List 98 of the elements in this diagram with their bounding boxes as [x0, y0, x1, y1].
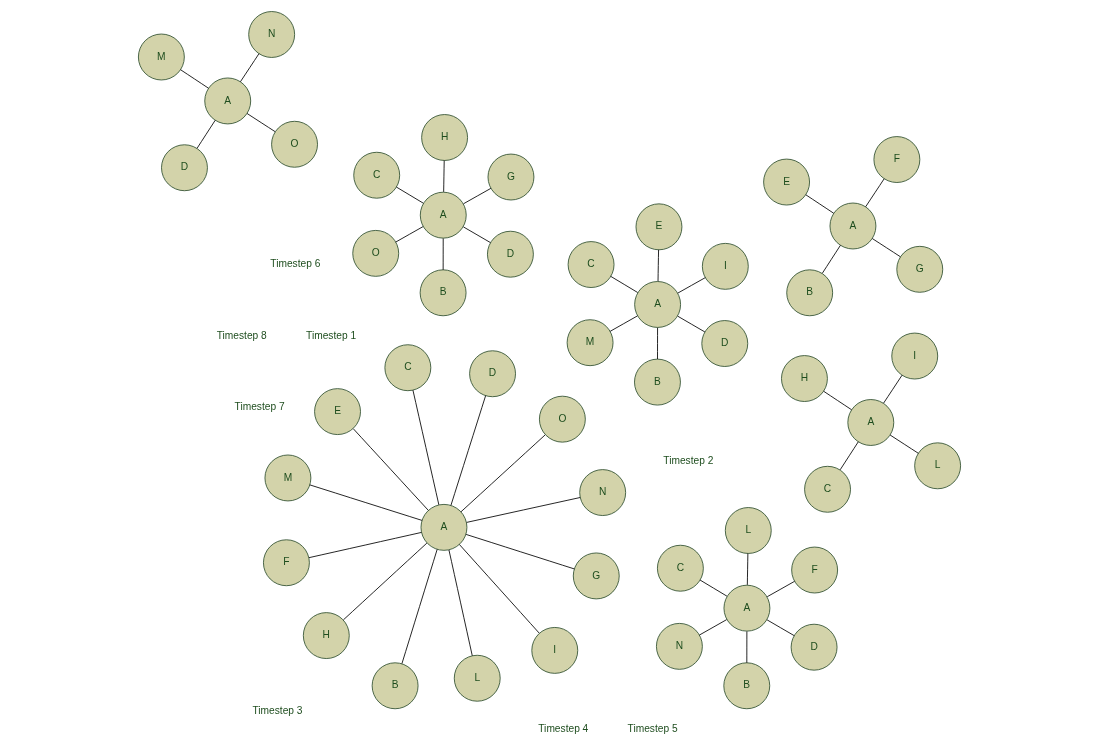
node-circle: E — [313, 388, 361, 435]
node-circle: A — [829, 202, 876, 250]
node-circle: F — [873, 136, 920, 183]
connector — [395, 186, 424, 204]
connector — [196, 119, 216, 149]
node-circle: I — [890, 332, 938, 380]
connector — [699, 579, 727, 597]
node-circle: N — [655, 622, 703, 670]
node-circle: A — [419, 191, 467, 239]
label: Timestep 3 — [251, 704, 302, 716]
node-circle: H — [302, 612, 350, 659]
node-circle: O — [351, 230, 399, 277]
connector — [239, 53, 259, 83]
node-circle: M — [137, 33, 185, 81]
node-circle: N — [247, 11, 295, 58]
connector — [822, 390, 852, 411]
connector — [465, 497, 581, 523]
connector — [698, 619, 727, 636]
connector — [746, 553, 748, 586]
node-circle: F — [262, 539, 310, 587]
connector — [609, 275, 638, 293]
node-circle: G — [895, 245, 943, 293]
label: Timestep 5 — [627, 722, 678, 734]
node-circle: B — [419, 269, 466, 317]
connector — [821, 244, 841, 274]
connector — [412, 389, 439, 506]
connector — [394, 226, 423, 243]
node-circle: O — [538, 395, 586, 443]
connector — [458, 544, 540, 634]
node-circle: A — [420, 503, 467, 551]
node-circle: L — [913, 442, 961, 490]
node-circle: A — [723, 584, 770, 632]
connector — [882, 374, 902, 404]
connector — [804, 194, 834, 214]
node-circle: C — [567, 241, 614, 288]
connector — [246, 113, 276, 133]
connector — [766, 580, 795, 598]
node-circle: B — [371, 662, 418, 710]
node-circle: I — [701, 242, 749, 290]
node-circle: D — [486, 230, 534, 278]
connector — [460, 434, 545, 513]
node-circle: F — [790, 546, 838, 594]
node-circle: O — [270, 120, 318, 168]
node-circle: L — [724, 507, 772, 554]
node-circle: E — [635, 203, 682, 251]
label: Timestep 6 — [269, 258, 320, 270]
node-circle: L — [453, 654, 501, 702]
node-circle: M — [566, 319, 613, 367]
connector — [609, 315, 638, 332]
connector — [450, 395, 486, 506]
node-circle: D — [700, 320, 748, 367]
connector — [308, 532, 422, 559]
node-circle: E — [762, 158, 810, 206]
connector — [745, 631, 747, 664]
connector — [442, 160, 445, 193]
connector — [401, 548, 438, 665]
node-circle: C — [803, 465, 851, 513]
label: Timestep 1 — [305, 329, 356, 341]
node-circle: A — [203, 77, 251, 125]
label: Timestep 7 — [234, 401, 285, 413]
node-circle: C — [656, 544, 704, 592]
node-circle: C — [383, 344, 431, 392]
connector — [657, 249, 659, 282]
connector — [462, 226, 491, 244]
node-circle: B — [785, 269, 833, 317]
connector — [352, 428, 429, 511]
connector — [342, 542, 427, 621]
connector — [308, 484, 422, 521]
connector — [656, 327, 658, 360]
node-circle: G — [572, 552, 620, 600]
connector — [676, 315, 705, 333]
node-circle: C — [352, 151, 400, 199]
connector — [462, 187, 491, 205]
connector — [179, 69, 209, 89]
connector — [864, 178, 885, 208]
connector — [839, 441, 859, 471]
node-circle: D — [160, 144, 208, 192]
node-circle: H — [420, 114, 468, 161]
connector — [871, 238, 901, 258]
connector — [677, 277, 706, 294]
connector — [889, 434, 919, 454]
label: Timestep 4 — [537, 722, 588, 734]
node-circle: D — [468, 350, 516, 398]
node-circle: A — [846, 399, 894, 446]
node-circle: B — [633, 358, 681, 406]
node-circle: A — [633, 281, 681, 328]
node-circle: G — [487, 153, 534, 201]
node-circle: M — [264, 454, 311, 502]
label: Timestep 8 — [216, 329, 267, 341]
node-circle: B — [722, 662, 770, 710]
node-circle: I — [530, 627, 578, 674]
node-circle: D — [790, 623, 837, 671]
label: Timestep 2 — [662, 454, 713, 466]
node-circle: H — [780, 355, 828, 402]
node-circle: N — [578, 469, 626, 516]
connector — [465, 534, 575, 570]
connector — [448, 549, 473, 657]
connector — [766, 619, 795, 637]
